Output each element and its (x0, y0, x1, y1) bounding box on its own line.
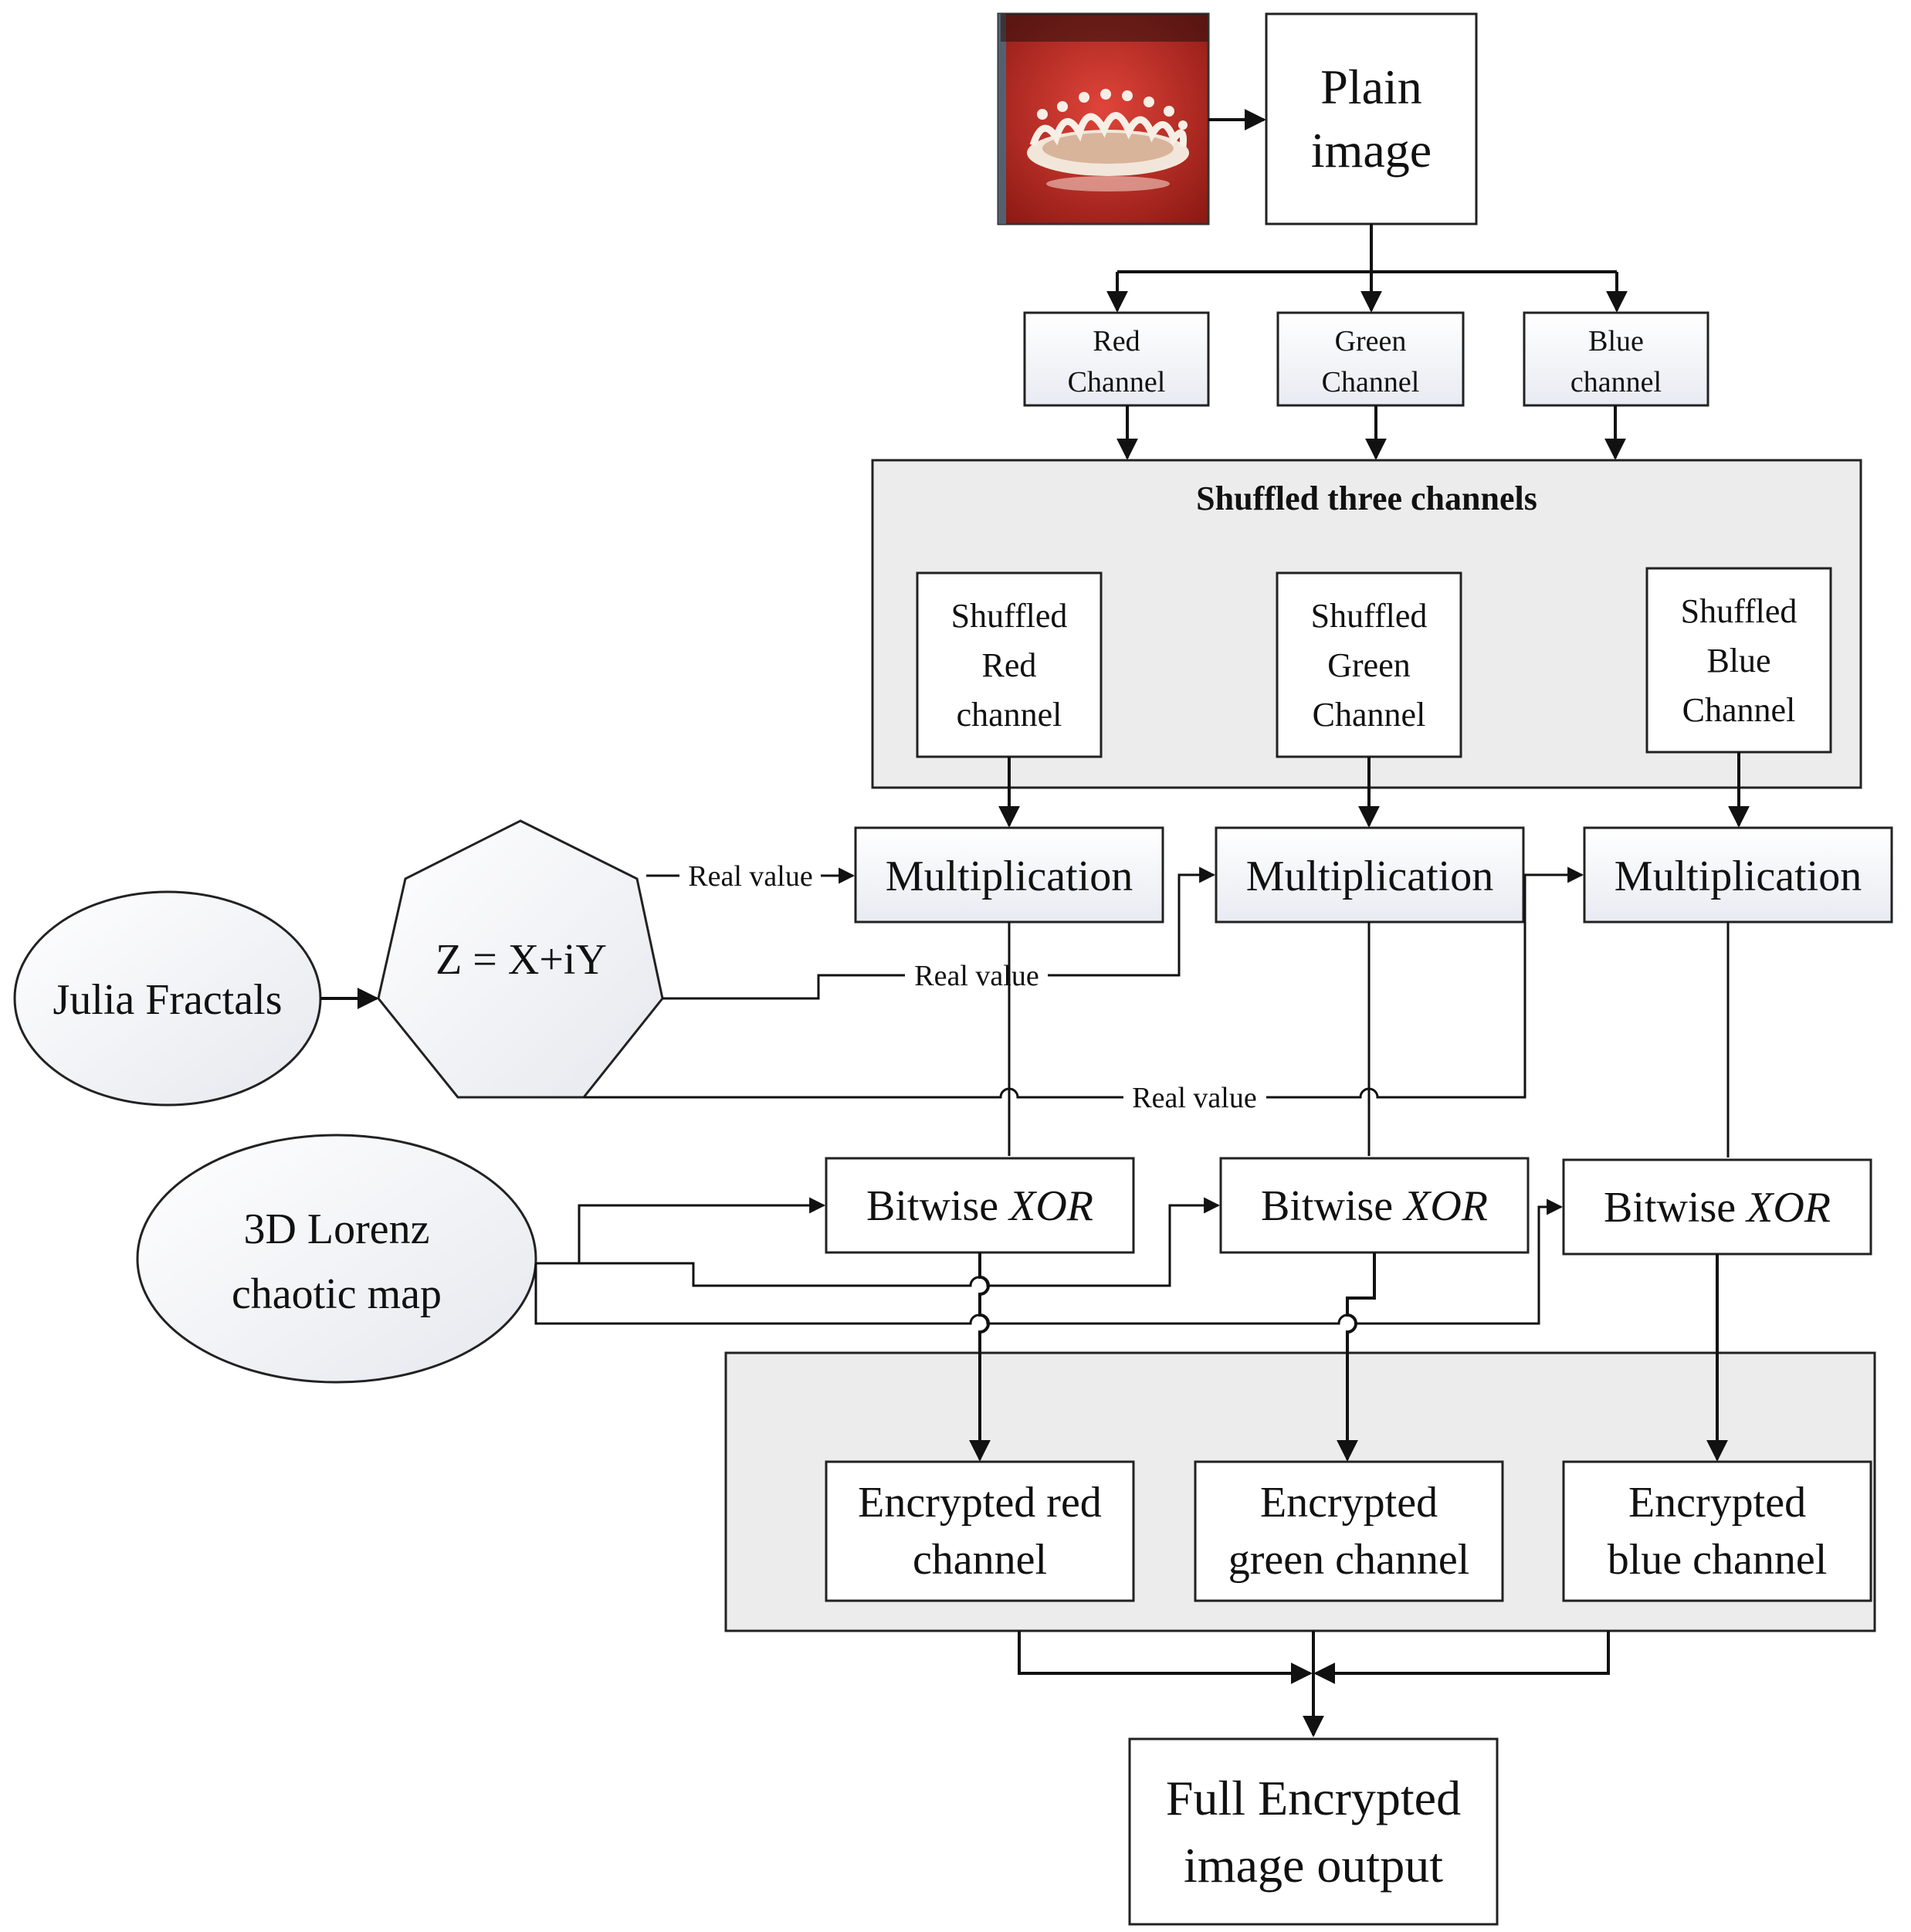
julia-fractals-node: Julia Fractals (13, 890, 322, 1107)
real-value-label-1: Real value (688, 860, 812, 893)
plain-image-label-2: image (1311, 123, 1432, 178)
xor-box-green: Bitwise XOR (1219, 1157, 1530, 1254)
real-value-wire-2: Real value (662, 866, 1216, 1000)
shuffled-green-label-2: Green (1327, 646, 1411, 684)
complex-z-node: Z = X+iY (377, 819, 664, 1099)
red-channel-label-2: Channel (1068, 366, 1166, 398)
julia-fractals-label: Julia Fractals (53, 976, 282, 1024)
encrypted-blue-box: Encrypted blue channel (1562, 1460, 1872, 1602)
source-image-thumbnail (997, 12, 1210, 225)
xor-label-green: Bitwise XOR (1261, 1182, 1488, 1230)
shuffled-group-title: Shuffled three channels (1196, 480, 1537, 517)
shuffled-green-label-3: Channel (1313, 696, 1426, 734)
encrypted-red-label-2: channel (913, 1536, 1047, 1584)
multiplication-box-blue: Multiplication (1583, 826, 1893, 924)
green-channel-box: Green Channel (1276, 311, 1465, 407)
milk-splash-crown (1027, 89, 1189, 192)
shuffled-green-box: Shuffled Green Channel (1276, 571, 1462, 758)
shuffled-red-box: Shuffled Red channel (916, 571, 1103, 758)
lorenz-label-1: 3D Lorenz (243, 1205, 429, 1253)
shuffled-channels-group: Shuffled three channels Shuffled Red cha… (871, 459, 1862, 789)
xor-label-blue: Bitwise XOR (1604, 1184, 1831, 1232)
shuffled-green-label-1: Shuffled (1311, 597, 1428, 635)
blue-channel-label-1: Blue (1588, 325, 1644, 358)
bitwise-text-green: Bitwise (1261, 1182, 1393, 1230)
multiplication-box-red: Multiplication (854, 826, 1164, 924)
arrow-xor-green-to-encrypted (1337, 1252, 1376, 1462)
encrypted-red-label-1: Encrypted red (858, 1479, 1102, 1527)
output-label-1: Full Encrypted (1166, 1771, 1461, 1825)
plain-image-box: Plain image (1265, 12, 1478, 225)
multiplication-label-green: Multiplication (1246, 852, 1493, 900)
real-value-label-2: Real value (914, 960, 1039, 992)
multiplication-box-green: Multiplication (1215, 826, 1525, 924)
output-box: Full Encrypted image output (1128, 1737, 1499, 1926)
encrypted-green-box: Encrypted green channel (1194, 1460, 1504, 1602)
shuffled-blue-label-1: Shuffled (1681, 592, 1797, 630)
encrypted-red-box: Encrypted red channel (825, 1460, 1135, 1602)
shuffled-blue-label-3: Channel (1682, 691, 1796, 729)
real-value-label-3: Real value (1132, 1082, 1256, 1114)
bitwise-text-red: Bitwise (866, 1182, 998, 1230)
encrypted-green-label-1: Encrypted (1260, 1479, 1438, 1527)
red-channel-label-1: Red (1093, 325, 1140, 358)
channel-split-connector (1106, 224, 1628, 313)
encrypted-green-label-2: green channel (1228, 1536, 1469, 1584)
output-label-2: image output (1184, 1838, 1443, 1893)
real-value-wire-1: Real value (646, 860, 856, 893)
green-channel-label-1: Green (1335, 325, 1407, 358)
shuffled-red-label-3: channel (957, 696, 1062, 734)
xor-label-red: Bitwise XOR (866, 1182, 1093, 1230)
encrypted-channels-group: Encrypted red channel Encrypted green ch… (724, 1351, 1876, 1632)
shuffled-blue-label-2: Blue (1706, 642, 1770, 680)
xor-box-red: Bitwise XOR (825, 1157, 1135, 1254)
lorenz-map-node: 3D Lorenz chaotic map (136, 1134, 537, 1384)
green-channel-label-2: Channel (1322, 366, 1420, 398)
lorenz-wire-red (536, 1197, 826, 1265)
plain-image-label-1: Plain (1320, 59, 1422, 114)
complex-z-label: Z = X+iY (435, 936, 607, 984)
encrypted-blue-label-2: blue channel (1608, 1536, 1828, 1584)
lorenz-label-2: chaotic map (232, 1270, 442, 1318)
shuffled-red-label-2: Red (982, 646, 1037, 684)
red-channel-box: Red Channel (1023, 311, 1210, 407)
xor-text-green: XOR (1402, 1182, 1488, 1230)
xor-box-blue: Bitwise XOR (1562, 1158, 1872, 1256)
arrow-xor-red-to-encrypted (969, 1252, 991, 1462)
xor-text-blue: XOR (1745, 1184, 1831, 1232)
blue-channel-box: Blue channel (1523, 311, 1709, 407)
shuffled-red-label-1: Shuffled (951, 597, 1068, 635)
multiplication-label-blue: Multiplication (1615, 852, 1862, 900)
blue-channel-label-2: channel (1570, 366, 1662, 398)
shuffled-blue-box: Shuffled Blue Channel (1645, 567, 1832, 754)
multiplication-label-red: Multiplication (886, 852, 1133, 900)
bitwise-text-blue: Bitwise (1604, 1184, 1736, 1232)
encrypted-blue-label-1: Encrypted (1628, 1479, 1806, 1527)
output-merge-connector (1018, 1631, 1610, 1737)
xor-text-red: XOR (1008, 1182, 1093, 1230)
